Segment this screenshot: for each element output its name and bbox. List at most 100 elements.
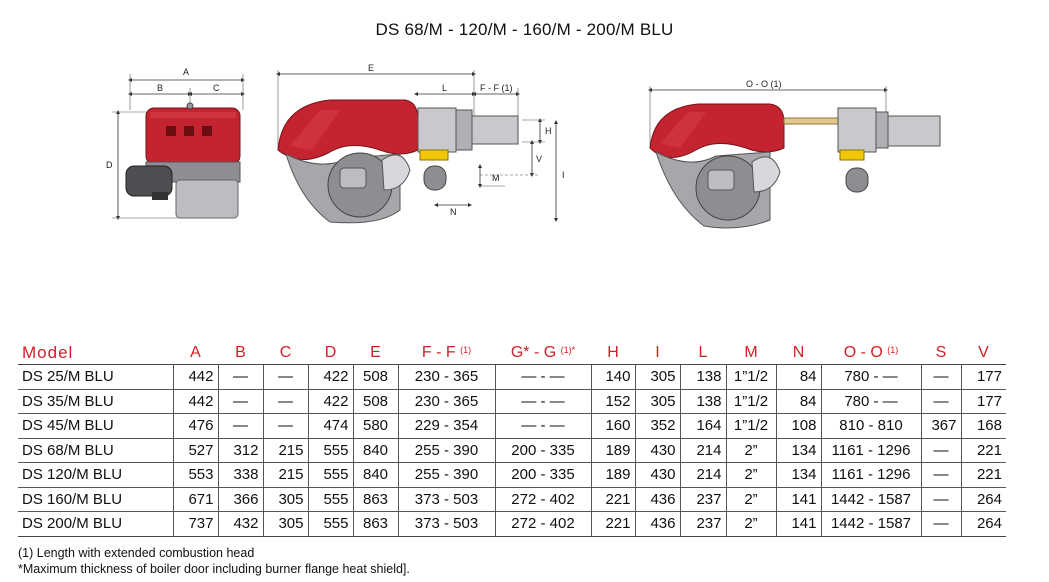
dimension-cell: — bbox=[920, 462, 961, 488]
dim-label-e: E bbox=[368, 63, 374, 73]
dimension-cell: 141 bbox=[775, 511, 821, 537]
dimension-cell: 508 bbox=[352, 364, 398, 390]
dimension-cell: 177 bbox=[960, 389, 1006, 414]
dimension-cell: — bbox=[262, 413, 308, 439]
column-header-l: L bbox=[680, 342, 726, 365]
dimension-cell: 422 bbox=[307, 364, 353, 390]
dimension-cell: — bbox=[217, 364, 263, 390]
dim-label-ff: F - F (1) bbox=[480, 83, 513, 93]
model-cell: DS 45/M BLU bbox=[18, 413, 173, 439]
model-cell: DS 160/M BLU bbox=[18, 487, 173, 512]
model-cell: DS 68/M BLU bbox=[18, 438, 173, 463]
dimension-cell: 138 bbox=[679, 389, 726, 414]
front-view-drawing: A B C D bbox=[106, 67, 245, 220]
dimension-cell: — bbox=[920, 389, 961, 414]
dim-label-v: V bbox=[536, 154, 542, 164]
dimension-cell: 780 - — bbox=[820, 364, 921, 390]
dimension-cell: 221 bbox=[960, 438, 1006, 463]
dimension-cell: 221 bbox=[590, 511, 635, 537]
dim-label-c: C bbox=[213, 83, 220, 93]
column-header-c: C bbox=[263, 342, 308, 365]
dimension-cell: — bbox=[920, 511, 961, 537]
page-title: DS 68/M - 120/M - 160/M - 200/M BLU bbox=[375, 20, 674, 39]
dimension-cell: 1442 - 1587 bbox=[820, 511, 921, 537]
column-header-a: A bbox=[173, 342, 218, 365]
dimension-cell: 555 bbox=[307, 511, 353, 537]
dimension-cell: 305 bbox=[634, 364, 680, 390]
side-view-drawing: E L F - F (1) H V I M N bbox=[276, 63, 565, 224]
dimension-cell: 200 - 335 bbox=[494, 462, 591, 488]
dimension-cell: 553 bbox=[172, 462, 218, 488]
dimension-cell: 255 - 390 bbox=[397, 438, 495, 463]
column-header-o-o: O - O (1) bbox=[821, 342, 921, 365]
dimension-cell: 442 bbox=[172, 389, 218, 414]
dimension-cell: 840 bbox=[352, 438, 398, 463]
column-header-m: M bbox=[726, 342, 776, 365]
footnote-boiler-door: *Maximum thickness of boiler door includ… bbox=[18, 562, 410, 576]
dimension-cell: — bbox=[217, 389, 263, 414]
dimension-cell: 1161 - 1296 bbox=[820, 462, 921, 488]
dim-label-i: I bbox=[562, 170, 565, 180]
dimension-cell: 164 bbox=[679, 413, 726, 439]
dimension-cell: 430 bbox=[634, 462, 680, 488]
dim-label-h: H bbox=[545, 126, 552, 136]
dimension-cell: 177 bbox=[960, 364, 1006, 390]
dimension-cell: 84 bbox=[775, 364, 821, 390]
model-cell: DS 35/M BLU bbox=[18, 389, 173, 414]
column-header-d: D bbox=[308, 342, 353, 365]
dimension-cell: 508 bbox=[352, 389, 398, 414]
dimension-cell: 2” bbox=[725, 462, 776, 488]
column-header-v: V bbox=[961, 342, 1006, 365]
dimension-cell: 442 bbox=[172, 364, 218, 390]
dimension-cell: 580 bbox=[352, 413, 398, 439]
dimension-cell: — bbox=[262, 364, 308, 390]
dimension-cell: 863 bbox=[352, 487, 398, 512]
dimension-cell: 152 bbox=[590, 389, 635, 414]
dimension-cell: 373 - 503 bbox=[397, 511, 495, 537]
dimension-cell: 737 bbox=[172, 511, 218, 537]
dimension-cell: 1”1/2 bbox=[725, 413, 776, 439]
dimension-cell: 200 - 335 bbox=[494, 438, 591, 463]
model-cell: DS 25/M BLU bbox=[18, 364, 173, 390]
dimension-cell: 141 bbox=[775, 487, 821, 512]
dim-label-a: A bbox=[183, 67, 189, 77]
dim-label-l: L bbox=[442, 83, 447, 93]
dimension-cell: 780 - — bbox=[820, 389, 921, 414]
dimension-cell: 352 bbox=[634, 413, 680, 439]
dimension-cell: 863 bbox=[352, 511, 398, 537]
dimension-cell: 305 bbox=[262, 487, 308, 512]
dimension-cell: 215 bbox=[262, 462, 308, 488]
column-header-e: E bbox=[353, 342, 398, 365]
dimension-cell: 168 bbox=[960, 413, 1006, 439]
dimension-cell: 422 bbox=[307, 389, 353, 414]
dimension-cell: — bbox=[217, 413, 263, 439]
dimension-cell: 221 bbox=[960, 462, 1006, 488]
dimension-cell: 229 - 354 bbox=[397, 413, 495, 439]
dimension-cell: 189 bbox=[590, 438, 635, 463]
column-header-b: B bbox=[218, 342, 263, 365]
dimension-cell: 373 - 503 bbox=[397, 487, 495, 512]
dimension-cell: 189 bbox=[590, 462, 635, 488]
dim-label-oo: O - O (1) bbox=[746, 79, 782, 89]
dimension-cell: 305 bbox=[634, 389, 680, 414]
dimension-cell: 108 bbox=[775, 413, 821, 439]
column-header-g-g: G* - G (1)* bbox=[495, 342, 591, 365]
dimension-cell: — - — bbox=[494, 364, 591, 390]
dimension-cell: 264 bbox=[960, 487, 1006, 512]
dimension-cell: 2” bbox=[725, 487, 776, 512]
dimension-cell: 2” bbox=[725, 511, 776, 537]
dimension-cell: 272 - 402 bbox=[494, 487, 591, 512]
dimension-cell: 305 bbox=[262, 511, 308, 537]
dimension-cell: 214 bbox=[679, 462, 726, 488]
dimension-cell: 215 bbox=[262, 438, 308, 463]
dimension-cell: 272 - 402 bbox=[494, 511, 591, 537]
model-cell: DS 120/M BLU bbox=[18, 462, 173, 488]
dimension-cell: 527 bbox=[172, 438, 218, 463]
dimension-cell: 432 bbox=[217, 511, 263, 537]
